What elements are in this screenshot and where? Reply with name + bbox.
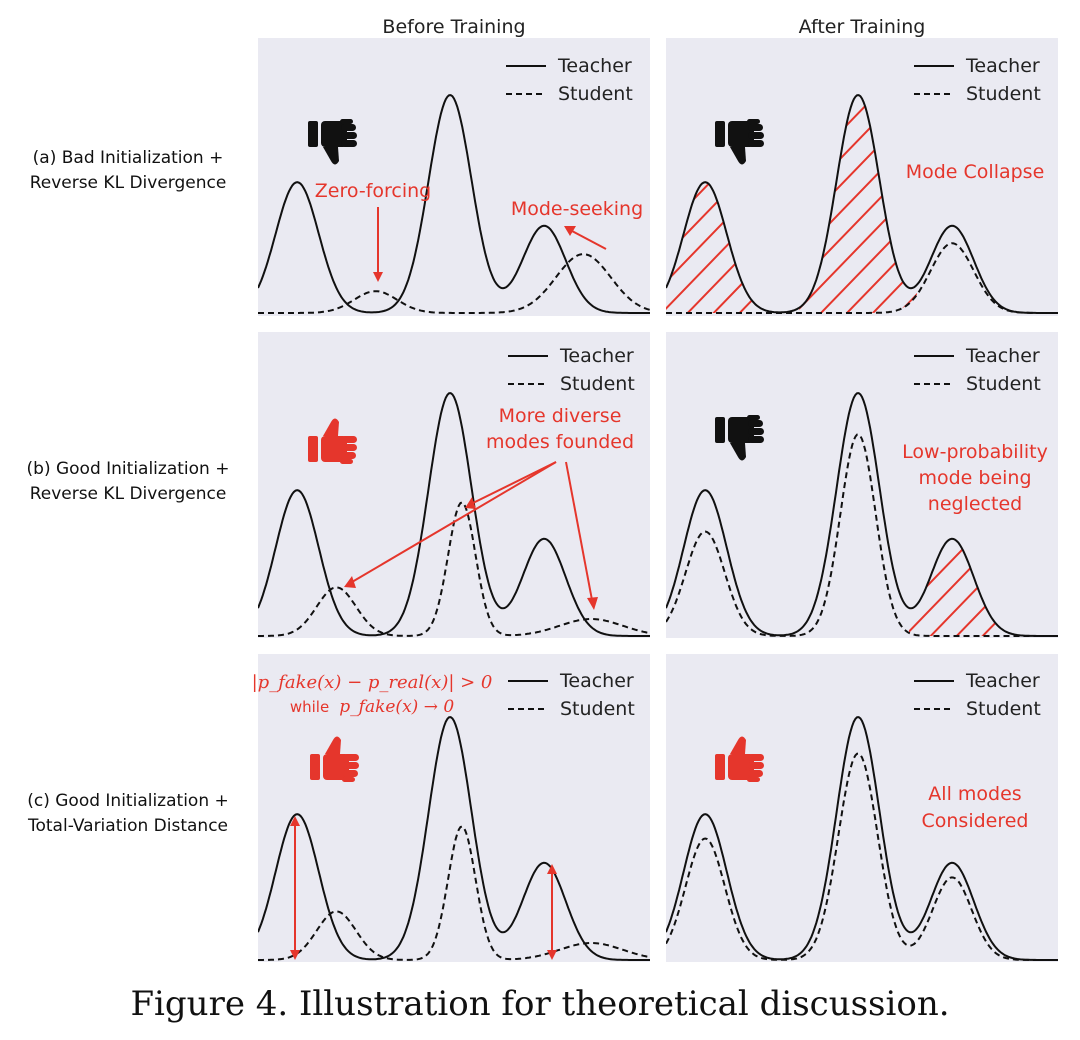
teacher-curve bbox=[258, 94, 650, 314]
teacher-curve bbox=[666, 716, 1058, 961]
figure-caption: Figure 4. Illustration for theoretical d… bbox=[130, 984, 949, 1024]
legend: Teacher Student bbox=[914, 345, 1041, 395]
annotation-tv-while: while p_fake(x) → 0 bbox=[290, 697, 455, 717]
legend: Teacher Student bbox=[506, 55, 633, 105]
legend-teacher: Teacher bbox=[965, 55, 1040, 77]
panel-background bbox=[258, 654, 650, 962]
legend-teacher: Teacher bbox=[559, 345, 634, 367]
panel-b-after bbox=[666, 332, 1058, 638]
legend: Teacher Student bbox=[508, 345, 635, 395]
annotation-more-diverse-1: More diverse bbox=[499, 405, 622, 427]
thumbs-down-icon bbox=[308, 119, 357, 165]
annotation-all-modes-2: Considered bbox=[921, 810, 1028, 832]
thumbs-down-icon bbox=[715, 415, 764, 461]
annotation-more-diverse-2: modes founded bbox=[486, 431, 634, 453]
student-curve bbox=[666, 752, 1058, 961]
annotation-mode-seeking: Mode-seeking bbox=[511, 198, 643, 220]
thumbs-up-icon bbox=[308, 418, 357, 464]
legend-student: Student bbox=[966, 373, 1041, 395]
teacher-curve bbox=[666, 392, 1058, 637]
panel-a-before bbox=[258, 38, 650, 316]
teacher-curve bbox=[666, 94, 1058, 314]
annotation-tv-while-math: p_fake(x) → 0 bbox=[339, 697, 454, 717]
panel-background bbox=[258, 38, 650, 316]
legend-student: Student bbox=[966, 83, 1041, 105]
annotation-low-prob-3: neglected bbox=[928, 493, 1022, 515]
legend-student: Student bbox=[560, 698, 635, 720]
arrow-tv-left bbox=[290, 816, 300, 960]
arrow-tv-right bbox=[547, 864, 557, 960]
row-label-a-line1: (a) Bad Initialization + bbox=[33, 148, 224, 168]
legend-teacher: Teacher bbox=[557, 55, 632, 77]
thumbs-up-icon bbox=[715, 736, 764, 782]
annotation-low-prob-2: mode being bbox=[918, 467, 1031, 489]
annotation-zero-forcing: Zero-forcing bbox=[315, 180, 431, 202]
legend: Teacher Student bbox=[914, 55, 1041, 105]
arrow-mode-seeking bbox=[564, 226, 607, 250]
column-title-after: After Training bbox=[799, 16, 926, 38]
student-curve bbox=[666, 242, 1058, 314]
annotation-tv-condition: |p_fake(x) − p_real(x)| > 0 bbox=[252, 672, 493, 693]
arrows-more-diverse bbox=[344, 461, 598, 610]
student-curve bbox=[258, 253, 650, 314]
row-label-a-line2: Reverse KL Divergence bbox=[30, 173, 227, 193]
legend-student: Student bbox=[966, 698, 1041, 720]
panel-c-after bbox=[666, 654, 1058, 962]
panel-b-before bbox=[258, 332, 650, 638]
legend: Teacher Student bbox=[914, 670, 1041, 720]
panel-a-after bbox=[666, 38, 1058, 316]
annotation-low-prob-1: Low-probability bbox=[902, 441, 1048, 463]
annotation-all-modes-1: All modes bbox=[928, 783, 1021, 805]
thumbs-down-icon bbox=[715, 119, 764, 165]
student-curve bbox=[666, 433, 1058, 637]
student-curve bbox=[258, 825, 650, 961]
legend: Teacher Student bbox=[508, 670, 635, 720]
annotation-tv-while-prefix: while bbox=[290, 698, 329, 716]
legend-student: Student bbox=[560, 373, 635, 395]
panel-background bbox=[666, 332, 1058, 638]
row-label-b-line1: (b) Good Initialization + bbox=[27, 459, 230, 479]
arrow-zero-forcing bbox=[373, 207, 383, 282]
annotation-mode-collapse: Mode Collapse bbox=[906, 161, 1045, 183]
legend-teacher: Teacher bbox=[965, 345, 1040, 367]
panel-c-before bbox=[258, 654, 650, 962]
thumbs-up-icon bbox=[310, 736, 359, 782]
row-label-c-line2: Total-Variation Distance bbox=[27, 816, 228, 836]
legend-teacher: Teacher bbox=[965, 670, 1040, 692]
column-title-before: Before Training bbox=[382, 16, 525, 38]
row-label-c-line1: (c) Good Initialization + bbox=[27, 791, 229, 811]
row-label-b-line2: Reverse KL Divergence bbox=[30, 484, 227, 504]
legend-teacher: Teacher bbox=[559, 670, 634, 692]
legend-student: Student bbox=[558, 83, 633, 105]
panel-background bbox=[258, 332, 650, 638]
